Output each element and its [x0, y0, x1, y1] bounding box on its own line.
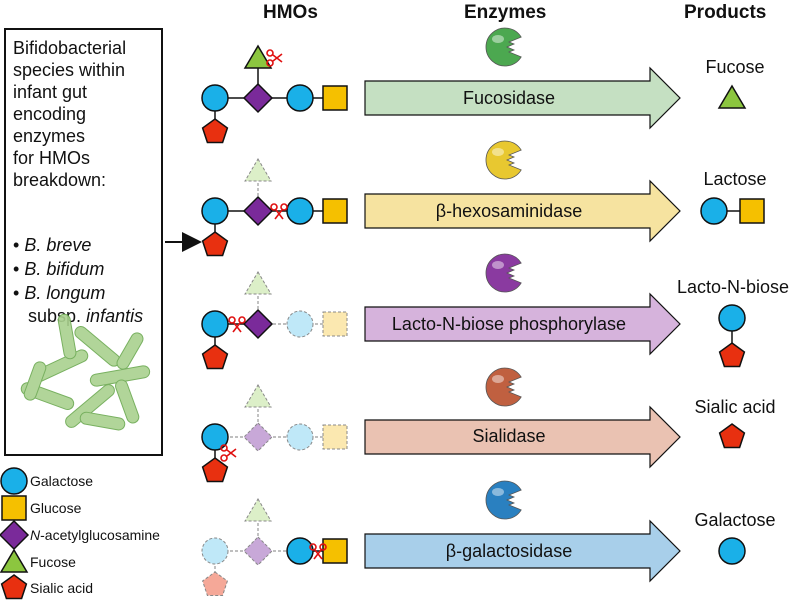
- glucose-icon: [1, 495, 27, 521]
- scissors-icon: [220, 444, 237, 462]
- enzyme-label: Lacto-N-biose phosphorylase: [391, 314, 627, 334]
- legend-label: Galactose: [30, 473, 94, 489]
- glucose-icon: [322, 85, 348, 111]
- enzyme-icon: [485, 27, 522, 67]
- info-line: enzymes: [13, 126, 86, 146]
- product-structure: [717, 84, 747, 109]
- sialic-acid-icon: [0, 574, 28, 600]
- product-label: Fucose: [705, 57, 765, 77]
- enzyme-label: Sialidase: [472, 426, 546, 446]
- galactose-icon: [201, 197, 229, 225]
- product-structure: [718, 423, 746, 449]
- info-line: infant gut: [13, 82, 88, 102]
- hmo-structure: [201, 44, 348, 144]
- product-structure: [718, 537, 746, 565]
- product-label: Lacto-N-biose: [676, 277, 790, 297]
- enzyme-arrow: [364, 66, 681, 130]
- galactose-icon: [201, 537, 229, 565]
- galactose-icon: [0, 467, 28, 495]
- scissors-icon: [270, 203, 288, 220]
- sialic-acid-icon: [718, 342, 746, 368]
- fucose-icon: [0, 548, 29, 573]
- sialic-acid-icon: [201, 231, 229, 257]
- hmo-structure: [201, 498, 348, 596]
- galactose-icon: [286, 423, 314, 451]
- sialic-acid-icon: [718, 423, 746, 449]
- galactose-icon: [718, 537, 746, 565]
- info-line: encoding: [13, 104, 87, 124]
- hmo-structure: [201, 271, 348, 370]
- enzyme-icon: [485, 367, 522, 407]
- enzyme-arrow: [364, 179, 681, 243]
- header-products: Products: [684, 2, 767, 23]
- header-enzymes: Enzymes: [464, 2, 547, 23]
- enzyme-icon: [485, 480, 522, 520]
- hmo-structure: [201, 158, 348, 257]
- n-acetylglucosamine-icon: [243, 422, 273, 452]
- galactose-icon: [286, 84, 314, 112]
- enzyme-arrow: [364, 292, 681, 356]
- species-item: • B. longum: [13, 283, 106, 303]
- info-line: for HMOs: [13, 148, 91, 168]
- glucose-icon: [739, 198, 765, 224]
- sialic-acid-icon: [201, 118, 229, 144]
- galactose-icon: [700, 197, 728, 225]
- galactose-icon: [718, 304, 746, 332]
- species-item: • B. bifidum: [13, 259, 105, 279]
- product-label: Galactose: [694, 510, 776, 530]
- galactose-icon: [286, 537, 314, 565]
- legend-label: Glucose: [30, 500, 82, 516]
- bacteria-illustration: [20, 313, 151, 431]
- product-label: Lactose: [703, 169, 767, 189]
- fucose-icon: [244, 498, 272, 522]
- hmo-structure: [201, 384, 348, 483]
- glucose-icon: [322, 311, 348, 337]
- legend-label: Sialic acid: [30, 580, 94, 596]
- scissors-icon: [266, 49, 283, 67]
- info-box: Bifidobacterial species within infant gu…: [4, 28, 163, 456]
- galactose-icon: [201, 310, 229, 338]
- legend-label: N-acetylglucosamine: [30, 527, 160, 543]
- fucose-icon: [244, 271, 272, 295]
- product-label: Sialic acid: [694, 397, 776, 417]
- info-line: Bifidobacterial: [13, 38, 127, 58]
- enzyme-arrow: [364, 519, 681, 583]
- fucose-icon: [244, 384, 272, 408]
- enzyme-icon: [485, 253, 522, 293]
- enzyme-label: β-hexosaminidase: [435, 201, 583, 221]
- header-hmos: HMOs: [263, 2, 318, 23]
- glucose-icon: [322, 198, 348, 224]
- info-line: species within: [13, 60, 126, 80]
- galactose-icon: [201, 423, 229, 451]
- species-item: • B. breve: [13, 235, 92, 255]
- glucose-icon: [322, 424, 348, 450]
- n-acetylglucosamine-icon: [0, 519, 30, 551]
- enzyme-icon: [485, 140, 522, 180]
- sialic-acid-icon: [201, 457, 229, 483]
- scissors-icon: [309, 543, 327, 560]
- galactose-icon: [286, 197, 314, 225]
- n-acetylglucosamine-icon: [243, 536, 273, 566]
- glucose-icon: [322, 538, 348, 564]
- legend-label: Fucose: [30, 554, 76, 570]
- sialic-acid-icon: [202, 571, 228, 596]
- n-acetylglucosamine-icon: [242, 82, 274, 114]
- enzyme-label: Fucosidase: [462, 88, 556, 108]
- product-structure: [718, 304, 746, 368]
- sialic-acid-icon: [201, 344, 229, 370]
- fucose-icon: [244, 158, 272, 182]
- galactose-icon: [286, 310, 314, 338]
- fucose-icon: [717, 84, 747, 109]
- fucose-icon: [243, 44, 273, 69]
- info-line: breakdown:: [13, 170, 107, 190]
- n-acetylglucosamine-icon: [242, 308, 274, 340]
- info-text: Bifidobacterial species within infant gu…: [13, 37, 163, 191]
- product-structure: [700, 197, 765, 225]
- enzyme-arrow: [364, 405, 681, 469]
- scissors-icon: [228, 316, 246, 333]
- n-acetylglucosamine-icon: [242, 195, 274, 227]
- galactose-icon: [201, 84, 229, 112]
- enzyme-label: β-galactosidase: [445, 541, 573, 561]
